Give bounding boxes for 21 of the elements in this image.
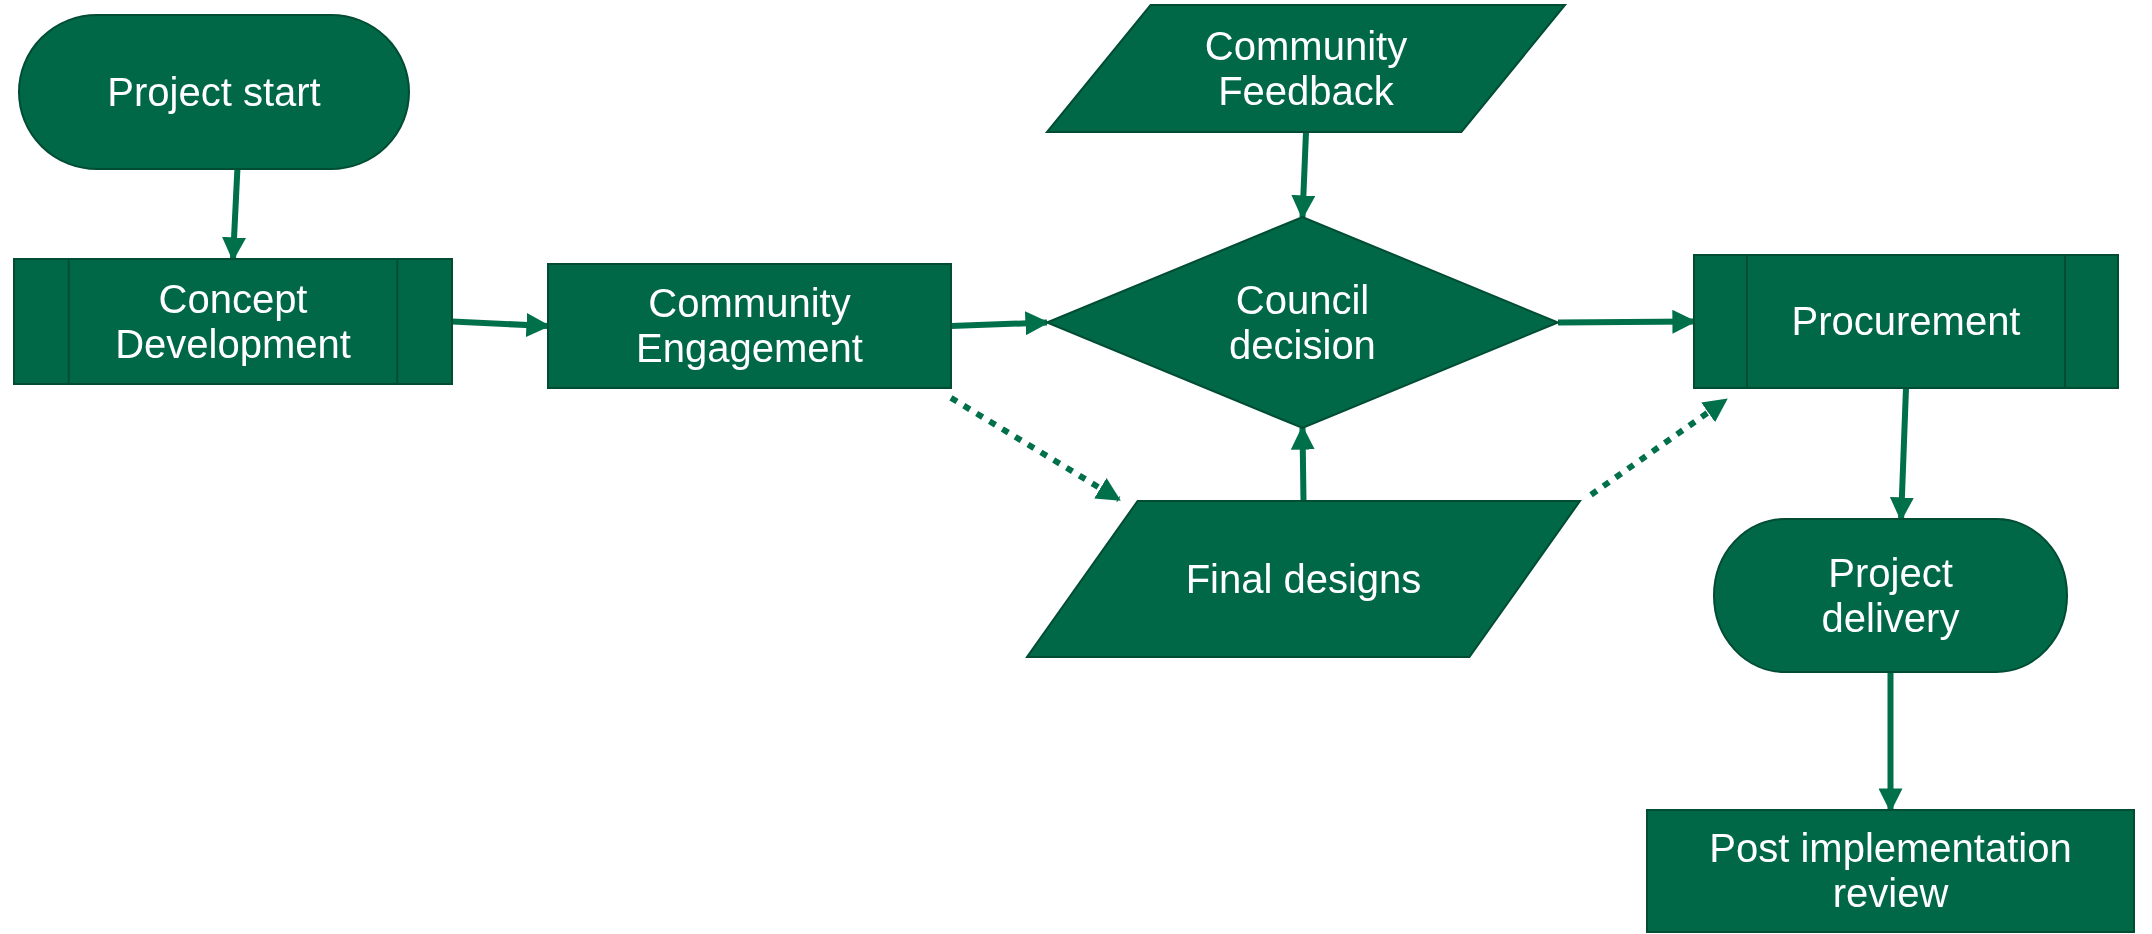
arrow — [1290, 425, 1315, 502]
node-label: Post implementation review — [1708, 826, 2073, 916]
node-label: Community Engagement — [635, 281, 864, 371]
predefined-process-box — [1693, 254, 2119, 389]
decision-diamond — [1044, 215, 1561, 430]
predefined-process-box — [13, 258, 453, 385]
data-parallelogram — [1025, 500, 1582, 658]
node-label: Community Feedback — [1203, 23, 1409, 114]
arrow — [949, 395, 1121, 502]
node-label: Concept Development — [114, 276, 352, 367]
node-label: Council decision — [1228, 277, 1377, 368]
arrow — [950, 311, 1050, 336]
node-label: Project delivery — [1820, 550, 1961, 641]
node-label: Final designs — [1185, 556, 1422, 602]
process-box — [1646, 809, 2135, 933]
data-parallelogram — [1044, 4, 1568, 133]
arrow — [1291, 131, 1316, 220]
arrow — [1589, 397, 1728, 498]
node-label: Procurement — [1791, 299, 2021, 344]
node-label: Project start — [107, 69, 321, 115]
process-box — [547, 263, 952, 389]
